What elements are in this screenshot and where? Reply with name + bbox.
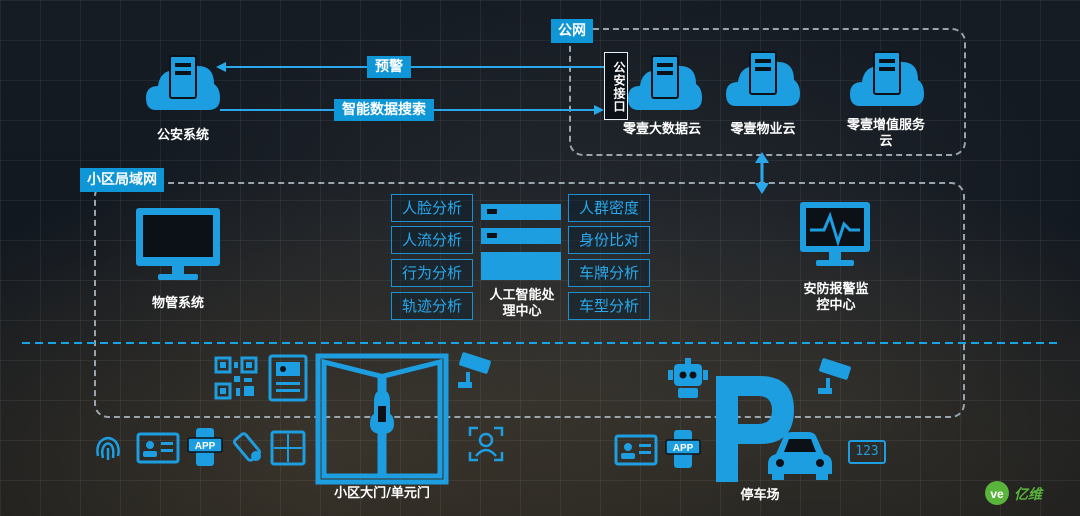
remote-key-icon xyxy=(233,432,261,462)
analysis-item: 轨迹分析 xyxy=(391,292,473,320)
analysis-item: 人流分析 xyxy=(391,226,473,254)
id-card-icon xyxy=(614,434,658,466)
monitor-icon xyxy=(136,208,220,280)
warning-link-label: 预警 xyxy=(367,56,411,78)
bigdata-cloud-server-icon xyxy=(628,55,702,110)
analysis-item: 行为分析 xyxy=(391,259,473,287)
gate-icon xyxy=(315,353,449,485)
cctv-camera-icon xyxy=(818,358,851,394)
robot-icon xyxy=(668,358,708,398)
analysis-item: 人群密度 xyxy=(568,194,650,222)
community-lan-tag: 小区局域网 xyxy=(80,168,164,192)
ai-center-text: 人工智能处理中心 xyxy=(489,288,555,319)
public-net-zone xyxy=(569,28,966,156)
bigdata-cloud-label: 零壹大数据云 xyxy=(622,122,701,137)
car-icon xyxy=(768,432,832,480)
logo-mark-icon: ve xyxy=(985,481,1009,505)
svg-text:APP: APP xyxy=(673,443,694,454)
security-center-text: 安防报警监控中心 xyxy=(803,282,869,313)
property-cloud-server-icon xyxy=(726,51,800,106)
value-added-cloud-server-icon xyxy=(850,51,924,106)
face-recognition-icon xyxy=(468,426,504,462)
analysis-item: 车牌分析 xyxy=(568,259,650,287)
police-system-label: 公安系统 xyxy=(156,128,209,143)
property-system-label: 物管系统 xyxy=(151,296,204,311)
logo: ve 亿维 xyxy=(984,480,1064,506)
dashed-divider xyxy=(22,342,1060,344)
smart-search-link-label: 智能数据搜索 xyxy=(334,99,434,121)
value-added-cloud-label: 零壹增值服务云 xyxy=(846,118,925,149)
app-phone-icon: APP xyxy=(187,428,223,466)
analysis-item: 车型分析 xyxy=(568,292,650,320)
qr-code-icon xyxy=(214,356,258,400)
keypad-icon xyxy=(270,430,306,466)
community-lan-zone xyxy=(94,182,965,418)
svg-text:APP: APP xyxy=(195,441,216,452)
server-stack-icon xyxy=(481,204,561,280)
door-access-panel-icon xyxy=(268,354,308,402)
public-net-tag: 公网 xyxy=(551,19,593,43)
parking-p-icon xyxy=(716,376,794,482)
plate-counter-text: 123 xyxy=(855,444,879,459)
gate-label: 小区大门/单元门 xyxy=(334,486,430,501)
ai-center-label: 人工智能处理中心 xyxy=(480,288,564,320)
parking-label: 停车场 xyxy=(740,488,780,503)
property-cloud-label: 零壹物业云 xyxy=(730,122,796,137)
alarm-monitor-icon xyxy=(800,202,870,266)
cctv-camera-icon xyxy=(458,352,491,388)
plate-counter-icon: 123 xyxy=(848,440,886,464)
app-phone-icon: APP xyxy=(665,430,701,468)
svg-text:ve: ve xyxy=(990,487,1004,501)
police-interface-port: 公安接口 xyxy=(604,52,628,120)
id-card-icon xyxy=(136,432,180,464)
logo-text: 亿维 xyxy=(1014,487,1042,503)
police-cloud-server-icon xyxy=(146,55,220,110)
analysis-item: 身份比对 xyxy=(568,226,650,254)
fingerprint-icon xyxy=(96,436,120,460)
analysis-item: 人脸分析 xyxy=(391,194,473,222)
security-center-label: 安防报警监控中心 xyxy=(796,282,876,314)
